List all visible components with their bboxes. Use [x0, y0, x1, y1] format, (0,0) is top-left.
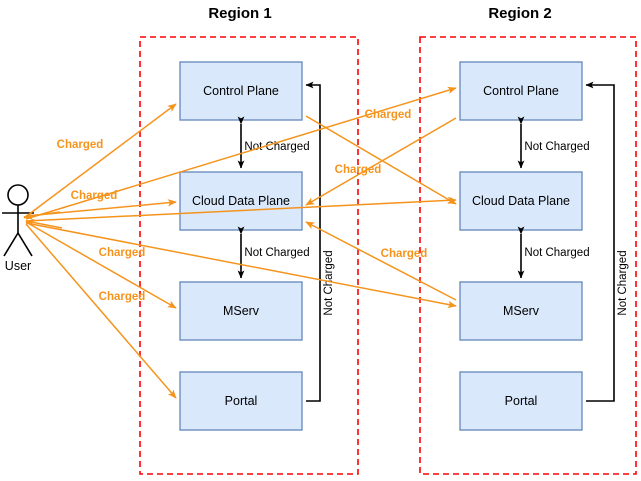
label-r2-to-r1-lower: Charged [381, 248, 428, 260]
label-user-to-r1-portal: Charged [99, 291, 146, 303]
label-user-to-r1-control-plane: Charged [57, 139, 104, 151]
r2-portal-label: Portal [505, 394, 538, 408]
edge-r1-cp-to-r2-cloud-data-plane [305, 115, 457, 205]
label-user-to-r1-cloud-data-plane: Charged [71, 190, 118, 202]
edge-r2-to-r1-cloud-data-plane-lower [305, 221, 457, 301]
region-1-title: Region 1 [208, 5, 271, 22]
edge-incoming-user-2 [25, 218, 63, 229]
r2-cdp-mserv-label: Not Charged [524, 247, 589, 259]
r1-control-plane-label: Control Plane [203, 84, 279, 98]
label-r1-cp-to-r2-cdp: Charged [365, 109, 412, 121]
r1-portal-box[interactable] [179, 371, 303, 431]
region-2-boundary [419, 36, 637, 475]
edge-user-to-r1-control-plane [23, 103, 177, 219]
r2-cloud-data-plane-box[interactable] [459, 171, 583, 231]
r1-portal-to-cp-arrow [305, 81, 321, 402]
r1-mserv-box[interactable] [179, 281, 303, 341]
r2-portal-box[interactable] [459, 371, 583, 431]
label-user-to-r1-mserv: Charged [99, 247, 146, 259]
r2-control-plane-label: Control Plane [483, 84, 559, 98]
region-2-title: Region 2 [488, 5, 551, 22]
edge-user-to-r2-control-plane [25, 86, 457, 220]
label-r2-cp-to-r1-cdp: Charged [335, 164, 382, 176]
r2-cp-cdp-label: Not Charged [524, 141, 589, 153]
r1-cp-cdp-label: Not Charged [244, 141, 309, 153]
r1-mserv-label: MServ [223, 304, 260, 318]
edge-user-to-r2-cloud-data-plane [25, 196, 457, 222]
r1-cdp-mserv-label: Not Charged [244, 247, 309, 259]
r2-portal-to-cp-arrow [585, 81, 615, 402]
r2-cloud-data-plane-label: Cloud Data Plane [472, 194, 570, 208]
r2-mserv-box[interactable] [459, 281, 583, 341]
r2-portal-cp-label: Not Charged [617, 250, 629, 315]
edge-user-to-r1-mserv [25, 221, 177, 309]
user-label: User [5, 259, 31, 273]
edge-incoming-user-1 [23, 211, 61, 220]
edge-user-to-r1-portal [25, 223, 177, 399]
r2-mserv-label: MServ [503, 304, 540, 318]
r1-portal-label: Portal [225, 394, 258, 408]
region-1-boundary [139, 36, 359, 475]
r1-cloud-data-plane-label: Cloud Data Plane [192, 194, 290, 208]
user-stick-figure-icon [2, 184, 34, 257]
r1-cloud-data-plane-box[interactable] [179, 171, 303, 231]
r1-portal-cp-label: Not Charged [323, 250, 335, 315]
edge-r2-cp-to-r1-cloud-data-plane [305, 117, 457, 206]
edge-user-to-r2-mserv [25, 222, 457, 309]
